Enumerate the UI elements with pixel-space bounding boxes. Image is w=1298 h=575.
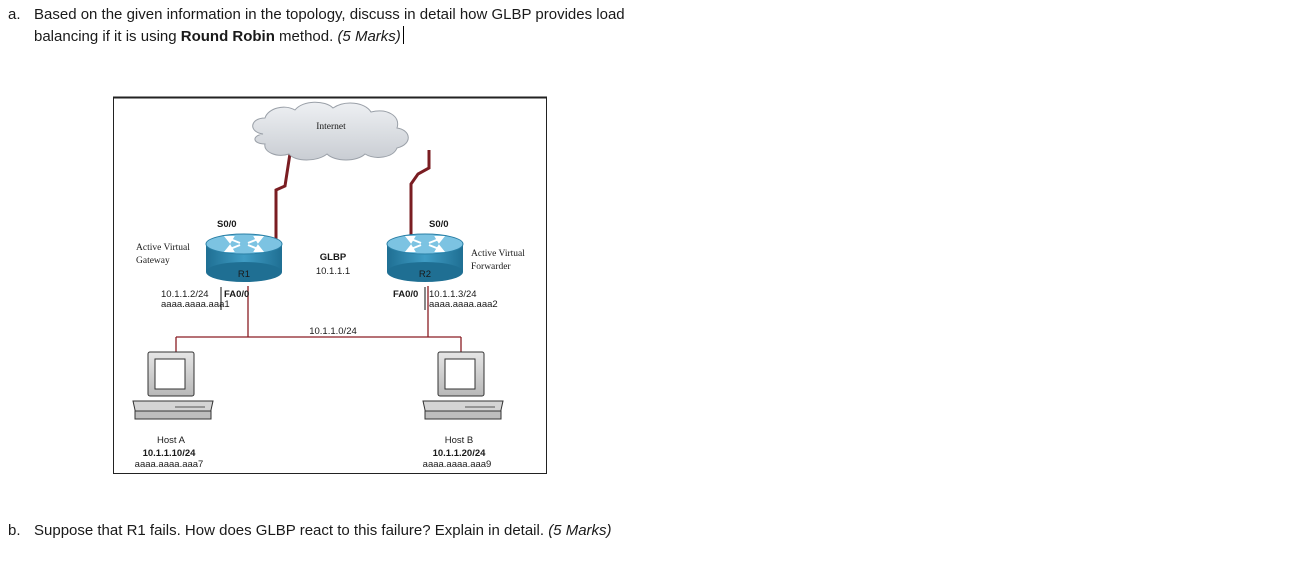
internet-label: Internet — [316, 122, 346, 132]
router-r2-arrows-icon — [404, 236, 446, 252]
r1-role-line1: Active Virtual — [136, 243, 190, 253]
glbp-topology-diagram: Internet R1 S0/0 Active Virtual Gateway … — [113, 96, 547, 474]
r1-name: R1 — [238, 269, 250, 280]
host-a-ip: 10.1.1.10/24 — [143, 448, 197, 459]
r2-mac: aaaa.aaaa.aaa2 — [429, 299, 498, 310]
serial-link-r2 — [409, 150, 431, 246]
lan-lines — [175, 286, 462, 352]
question-a-line2: balancing if it is using Round Robin met… — [8, 26, 625, 48]
host-a-computer-icon — [132, 351, 214, 420]
router-r2 — [386, 233, 464, 282]
glbp-ip: 10.1.1.1 — [316, 266, 350, 277]
host-b-ip: 10.1.1.20/24 — [433, 448, 487, 459]
r1-serial: S0/0 — [217, 219, 237, 230]
internet-cloud — [252, 101, 409, 161]
r1-mac: aaaa.aaaa.aaa1 — [161, 299, 230, 310]
r2-role-line2: Forwarder — [471, 262, 511, 272]
host-b-computer-icon — [422, 351, 504, 420]
host-b-mac: aaaa.aaaa.aaa9 — [423, 459, 492, 470]
r1-role-line2: Gateway — [136, 256, 170, 266]
text-cursor — [402, 26, 404, 44]
r2-role-line1: Active Virtual — [471, 249, 525, 259]
r2-serial: S0/0 — [429, 219, 449, 230]
r2-fa: FA0/0 — [393, 289, 418, 300]
r2-name: R2 — [419, 269, 431, 280]
question-b-marks: (5 Marks) — [548, 522, 612, 539]
question-b: b. Suppose that R1 fails. How does GLBP r… — [8, 520, 612, 542]
question-a-text-pre: balancing if it is using — [34, 28, 181, 45]
r1-fa: FA0/0 — [224, 289, 249, 300]
r1-ip: 10.1.1.2/24 — [161, 289, 209, 300]
question-a-text-post: method. — [274, 28, 338, 45]
question-a-bold-term: Round Robin — [180, 28, 275, 45]
question-a-line1: a. Based on the given information in the … — [8, 4, 625, 26]
host-b-name: Host B — [445, 435, 474, 446]
question-b-text: Suppose that R1 fails. How does GLBP rea… — [34, 522, 549, 539]
network-label: 10.1.1.0/24 — [309, 326, 357, 337]
question-a: a. Based on the given information in the … — [8, 4, 625, 48]
question-a-text-line1: Based on the given information in the to… — [34, 6, 625, 23]
question-a-marks: (5 Marks) — [337, 28, 401, 45]
glbp-title: GLBP — [320, 252, 347, 263]
router-r1 — [205, 233, 283, 282]
router-r1-arrows-icon — [223, 236, 265, 252]
question-a-marker: a. — [8, 6, 21, 23]
host-a-mac: aaaa.aaaa.aaa7 — [135, 459, 204, 470]
question-b-marker: b. — [8, 522, 21, 539]
host-a-name: Host A — [157, 435, 186, 446]
r2-ip: 10.1.1.3/24 — [429, 289, 477, 300]
